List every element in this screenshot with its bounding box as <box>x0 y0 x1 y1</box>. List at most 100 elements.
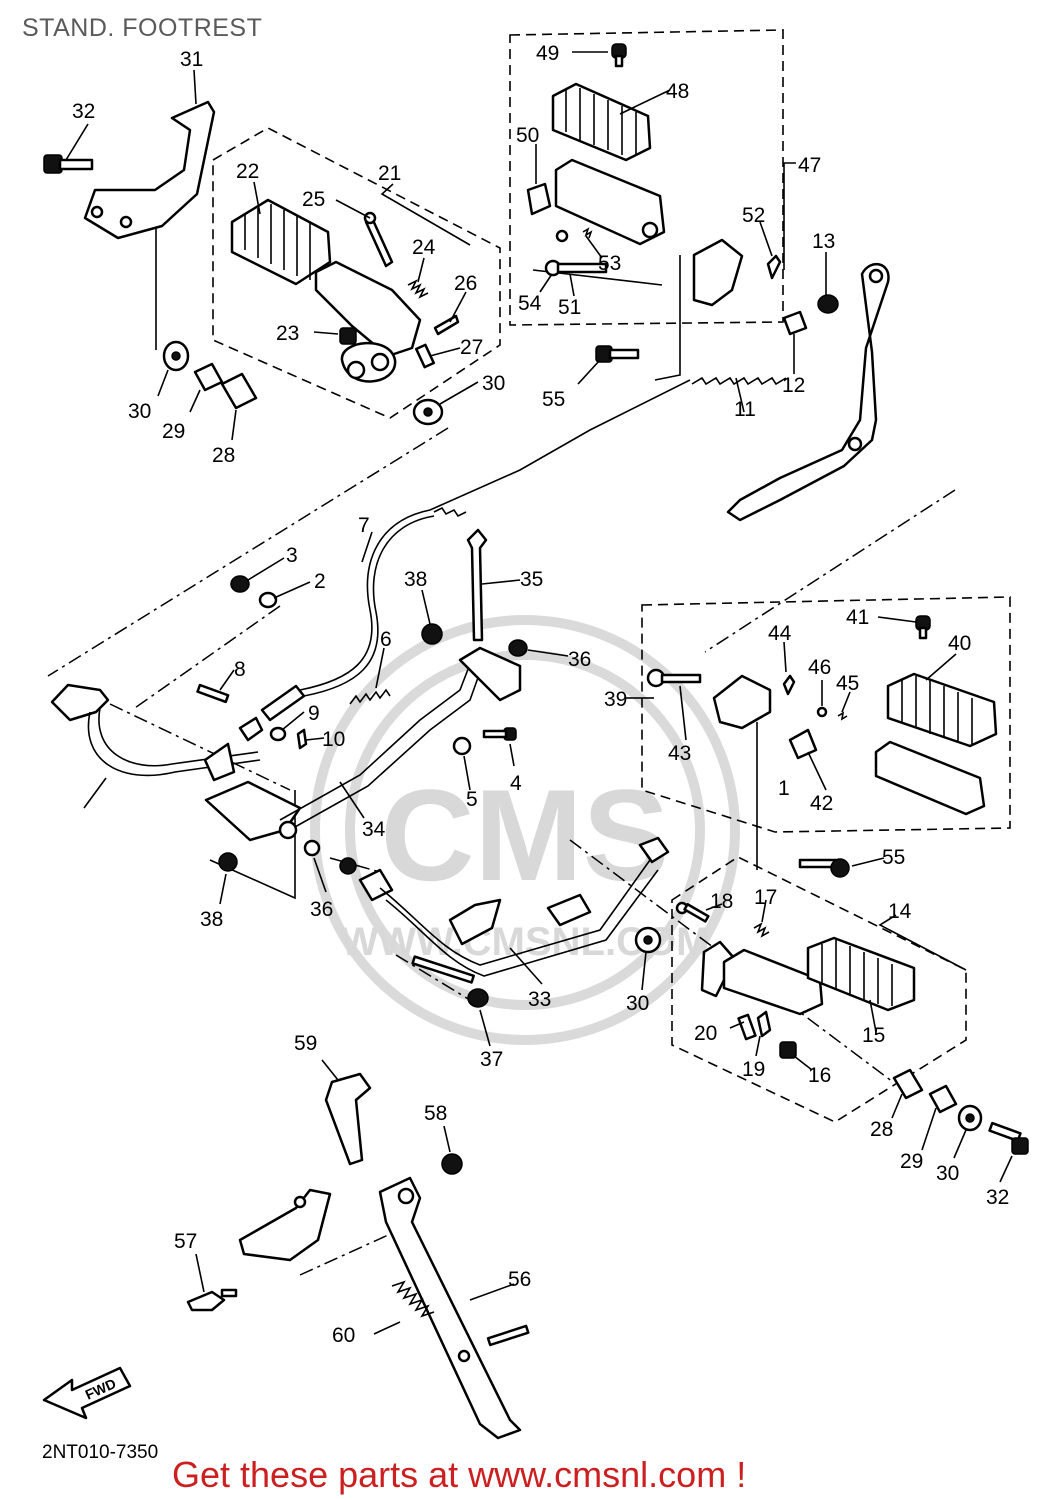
part-35-bolt <box>466 528 488 642</box>
part-19-clip <box>756 1010 772 1038</box>
part-55-bolt-top <box>595 345 640 363</box>
part-54-ball <box>555 229 569 243</box>
callout-24: 24 <box>412 236 436 259</box>
callout-2: 2 <box>314 570 326 593</box>
callout-7: 7 <box>358 514 370 537</box>
callout-56: 56 <box>508 1268 531 1291</box>
part-39-bracket <box>712 674 772 730</box>
part-2-washer <box>258 591 278 609</box>
callout-23: 23 <box>276 322 299 345</box>
group-21-box <box>212 127 501 419</box>
part-20-pin <box>737 1013 757 1041</box>
part-50-bracket <box>526 182 552 216</box>
part-24-spring <box>407 279 429 299</box>
part-30-washer-right-mid <box>634 926 662 954</box>
callout-27: 27 <box>460 336 483 359</box>
callout-30-right: 30 <box>936 1162 959 1185</box>
part-3-nut <box>230 575 250 593</box>
part-26-clip <box>433 314 460 336</box>
callout-10: 10 <box>322 728 345 751</box>
callout-29-right: 29 <box>900 1150 923 1173</box>
part-47-bracket-plate <box>692 238 744 307</box>
part-57-switch-bracket <box>238 1188 332 1262</box>
part-51-pin <box>544 259 608 277</box>
callout-18: 18 <box>710 890 733 913</box>
callout-28-right: 28 <box>870 1118 893 1141</box>
callout-16: 16 <box>808 1064 831 1087</box>
callout-52: 52 <box>742 204 765 227</box>
callout-39: 39 <box>604 688 627 711</box>
callout-3: 3 <box>286 544 298 567</box>
part-56-side-stand <box>378 1176 530 1440</box>
group-14-box <box>671 856 967 1123</box>
part-22-footrest-rubber <box>230 198 332 286</box>
part-15-footrest-rubber <box>806 936 916 1012</box>
part-30-washer-right <box>957 1104 983 1132</box>
part-7-brake-rod <box>260 379 691 722</box>
part-5-washer <box>452 736 472 756</box>
callout-6: 6 <box>380 628 392 651</box>
diagram-code: 2NT010-7350 <box>42 1442 159 1463</box>
part-45-spring <box>837 711 848 721</box>
callout-33: 33 <box>528 988 551 1011</box>
callout-37: 37 <box>480 1048 503 1071</box>
part-44-clip <box>782 674 796 696</box>
callout-35: 35 <box>520 568 543 591</box>
callout-8: 8 <box>234 658 246 681</box>
part-42-bracket <box>788 728 818 760</box>
part-13-nut <box>817 294 839 314</box>
callout-26: 26 <box>454 272 477 295</box>
part-12-collar <box>782 310 808 336</box>
rear-brake-arm <box>726 262 890 522</box>
callout-36-bottom: 36 <box>310 898 333 921</box>
callout-46: 46 <box>808 656 831 679</box>
callout-32-right: 32 <box>986 1186 1009 1209</box>
callout-32-top: 32 <box>72 100 95 123</box>
callout-labels: 1 2 3 4 5 6 7 8 9 10 11 12 13 14 15 16 1… <box>72 42 1009 1347</box>
callout-51: 51 <box>558 296 581 319</box>
part-29-collar-right <box>928 1084 958 1114</box>
part-32-bolt-right <box>988 1121 1029 1155</box>
callout-31: 31 <box>180 48 203 71</box>
callout-21: 21 <box>378 162 401 185</box>
part-8-bolt <box>196 683 230 704</box>
part-60-spring <box>391 1280 435 1318</box>
part-36-nut-top <box>508 639 528 657</box>
group-47-box <box>509 29 784 326</box>
callout-59: 59 <box>294 1032 317 1055</box>
callout-4: 4 <box>510 772 522 795</box>
callout-42: 42 <box>810 792 833 815</box>
watermark-brand: CMS <box>381 762 670 908</box>
part-36-nut-bottom <box>303 839 357 875</box>
callout-15: 15 <box>862 1024 885 1047</box>
part-57-switch <box>186 1288 238 1312</box>
part-40-footrest-rubber <box>886 672 998 748</box>
part-9-washer <box>269 726 287 742</box>
callout-22: 22 <box>236 160 259 183</box>
callout-38-bottom: 38 <box>200 908 223 931</box>
part-39-footrest-body <box>874 740 986 816</box>
callout-30-right-mid: 30 <box>626 992 649 1015</box>
part-58-nut <box>441 1153 463 1175</box>
callout-28-left: 28 <box>212 444 235 467</box>
callout-60: 60 <box>332 1324 355 1347</box>
callout-20: 20 <box>694 1022 717 1045</box>
callout-5: 5 <box>466 788 478 811</box>
part-27-pin <box>414 343 436 369</box>
part-18-pin <box>675 901 710 923</box>
part-48-footrest-rubber <box>551 82 652 162</box>
callout-12: 12 <box>782 374 805 397</box>
footer-link-banner[interactable]: Get these parts at www.cmsnl.com ! <box>172 1454 747 1495</box>
callout-43: 43 <box>668 742 691 765</box>
part-10-pin <box>296 728 308 750</box>
part-6-spring <box>349 688 391 705</box>
part-29-collar-left <box>193 362 224 392</box>
callout-54: 54 <box>518 292 542 315</box>
callout-14: 14 <box>888 900 912 923</box>
callout-29-left: 29 <box>162 420 185 443</box>
part-21-footrest-bracket <box>314 260 422 383</box>
callout-30-left: 30 <box>128 400 151 423</box>
callout-53: 53 <box>598 252 621 275</box>
part-52-clip <box>766 254 782 280</box>
